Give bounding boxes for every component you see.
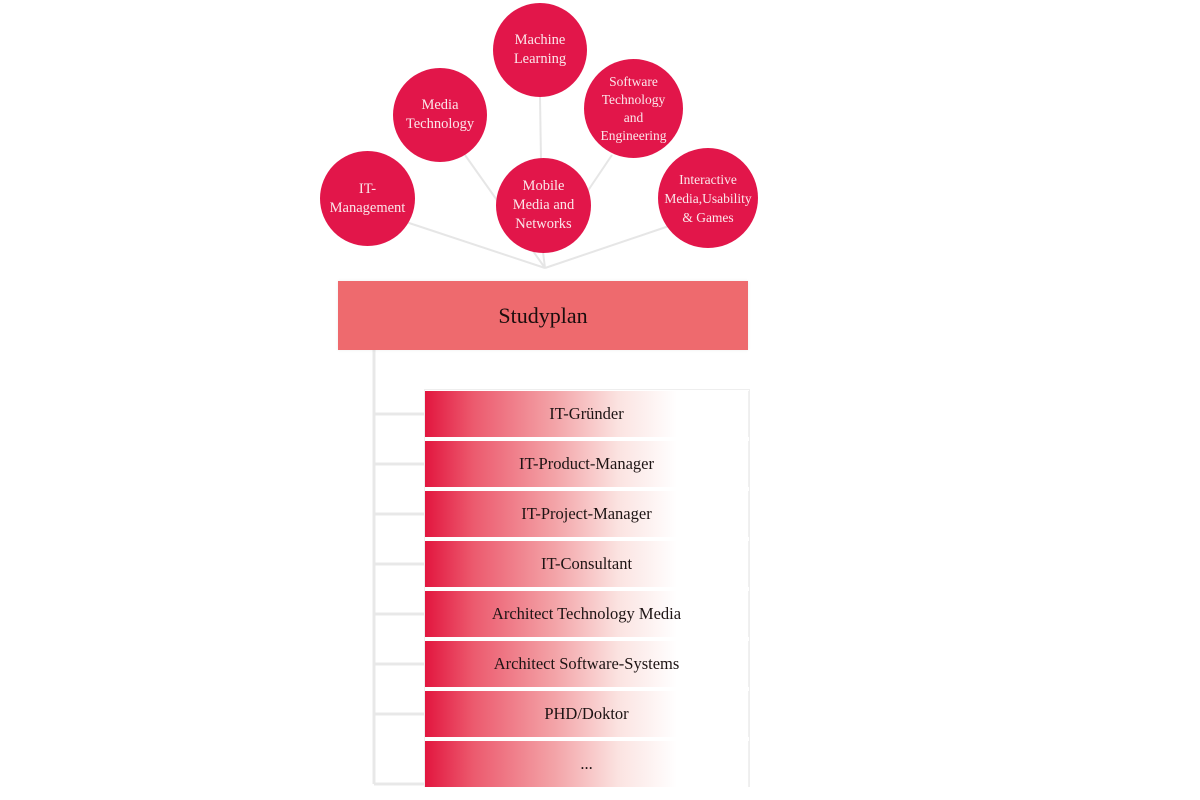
connector-machine-learning — [539, 96, 542, 161]
career-path-item: IT-Consultant — [425, 541, 749, 587]
specialization-interactive-media: Interactive Media,Usability & Games — [658, 148, 758, 248]
specialization-it-management: IT- Management — [320, 151, 415, 246]
specialization-label: Machine Learning — [513, 32, 567, 67]
specialization-label: IT- Management — [329, 180, 406, 216]
connector-software-technology — [584, 154, 613, 196]
career-path-label: IT-Product-Manager — [518, 454, 654, 473]
career-path-label: IT-Gründer — [549, 404, 624, 423]
career-path-label: IT-Consultant — [540, 554, 633, 573]
career-path-item: PHD/Doktor — [425, 691, 749, 737]
specialization-software-technology: Software Technology and Engineering — [584, 59, 683, 158]
specialization-label: Media Technology — [405, 97, 475, 132]
connector-mobile-media — [542, 251, 546, 269]
career-path-label: ... — [580, 754, 593, 773]
career-path-item: Architect Technology Media — [425, 591, 749, 637]
career-path-label: Architect Technology Media — [491, 604, 682, 623]
studyplan-box: Studyplan — [338, 281, 748, 350]
specialization-mobile-media-networks: Mobile Media and Networks — [496, 158, 591, 253]
specialization-label: Software Technology and Engineering — [600, 73, 667, 143]
specialization-label: Mobile Media and Networks — [512, 178, 575, 232]
career-path-label: IT-Project-Manager — [521, 504, 652, 523]
specialization-machine-learning: Machine Learning — [493, 3, 587, 97]
career-path-label: Architect Software-Systems — [493, 654, 680, 673]
career-path-item: Architect Software-Systems — [425, 641, 749, 687]
career-path-item: IT-Project-Manager — [425, 491, 749, 537]
studyplan-title: Studyplan — [498, 302, 588, 328]
specialization-label: Interactive Media,Usability & Games — [664, 171, 752, 225]
career-path-label: PHD/Doktor — [544, 704, 629, 723]
career-path-item: ... — [425, 741, 749, 787]
specialization-media-technology: Media Technology — [393, 68, 487, 162]
career-path-item: IT-Gründer — [425, 391, 749, 437]
career-path-item: IT-Product-Manager — [425, 441, 749, 487]
